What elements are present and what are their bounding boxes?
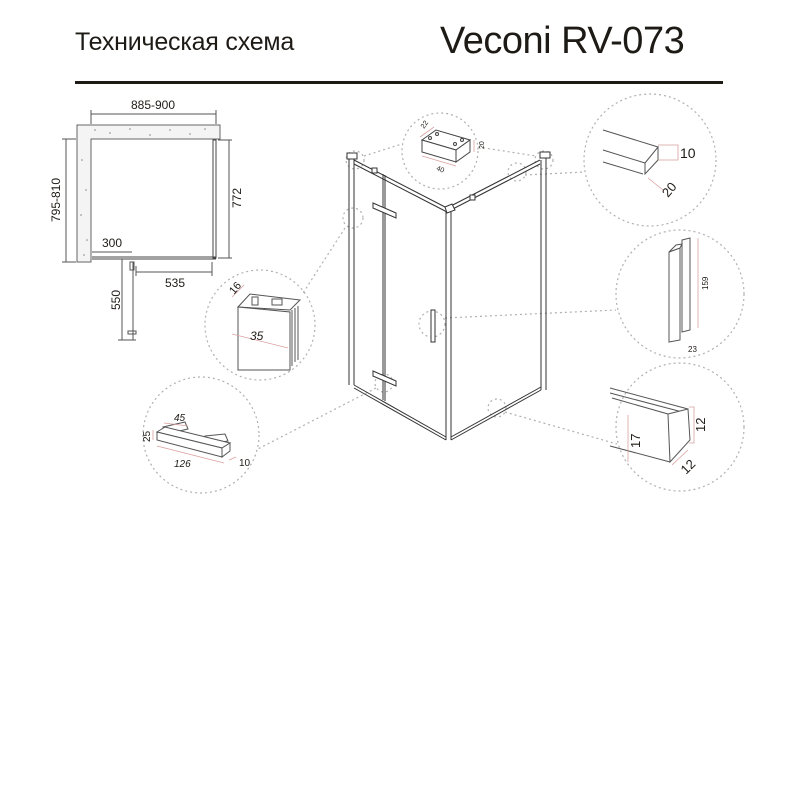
plan-view: [62, 110, 232, 341]
seal-width-label: 12: [678, 456, 699, 477]
top-profile-height-label: 10: [680, 145, 696, 161]
top-profile-width-label: 20: [659, 179, 680, 200]
plan-depth-label: 795-810: [49, 178, 63, 222]
detail-wall-profile: 16 35: [227, 280, 302, 371]
seal-height-label: 17: [628, 434, 643, 448]
hinge-length-label: 126: [174, 459, 191, 470]
bracket-dim-a: 22: [420, 120, 430, 130]
detail-hinge: 45 25 126 10: [142, 413, 251, 470]
wall-profile-width-label: 35: [250, 329, 264, 343]
plan-dimensions: 885-900 795-810 772 300 535 550: [49, 98, 244, 310]
detail-wall-bracket: 22 20 40: [419, 120, 486, 175]
plan-width-label: 885-900: [131, 98, 175, 112]
fixed-panel-label: 300: [102, 236, 122, 250]
bracket-dim-b: 20: [479, 141, 486, 149]
seal-side-label: 12: [693, 418, 708, 432]
detail-bottom-seal: 17 12 12: [609, 387, 708, 477]
diagram-subtitle: Техническая схема: [75, 28, 295, 56]
model-name: Veconi RV-073: [440, 20, 685, 62]
handle-length-label: 159: [701, 276, 710, 290]
wall-profile-depth-label: 16: [227, 280, 244, 297]
door-swing-label: 550: [109, 290, 123, 310]
header-divider: [75, 81, 723, 84]
hinge-thickness-label: 10: [239, 458, 251, 469]
door-width-label: 535: [165, 276, 185, 290]
bracket-dim-c: 40: [435, 165, 445, 174]
handle-depth-label: 23: [688, 345, 697, 354]
detail-handle: 159 23: [668, 237, 710, 354]
side-panel-label: 772: [230, 188, 244, 208]
hinge-plate-label: 45: [174, 413, 186, 424]
hinge-height-label: 25: [142, 430, 153, 442]
shower-enclosure: [346, 151, 551, 441]
detail-top-profile: 10 20: [602, 129, 696, 200]
